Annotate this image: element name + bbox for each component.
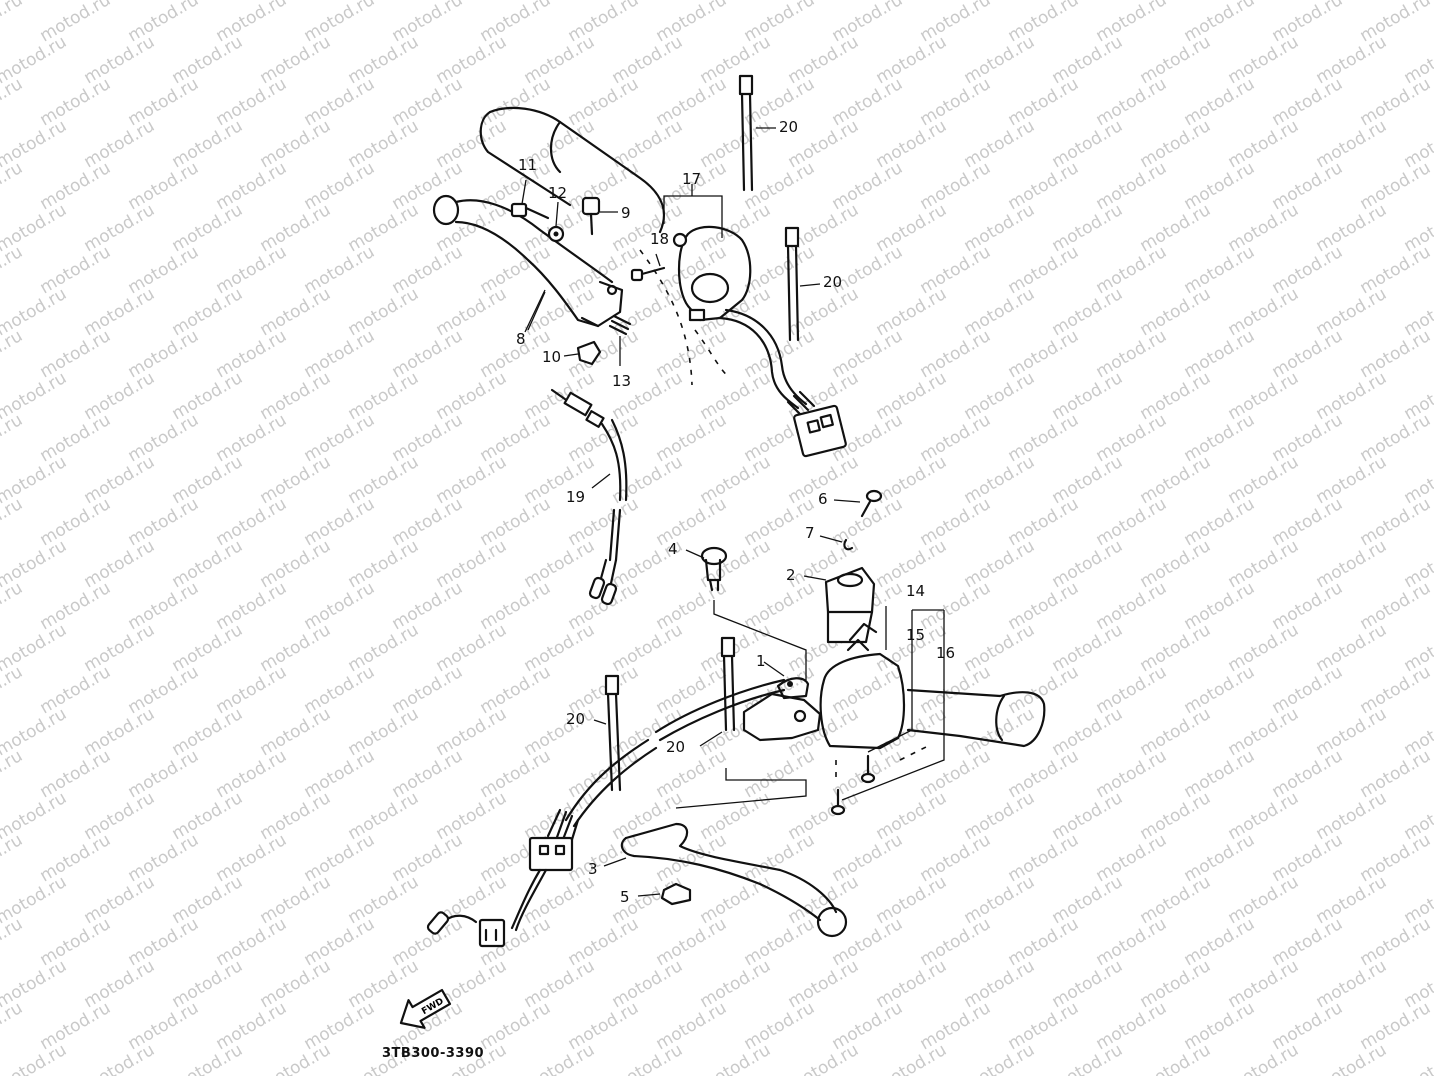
cable-tie-lower-2 (593, 674, 622, 792)
callout-20-d: 20 (666, 738, 686, 756)
screw-11 (510, 179, 550, 220)
cable-tie-lower-1 (699, 636, 736, 747)
callout-20-c: 20 (566, 710, 586, 728)
callout-15: 15 (906, 626, 926, 644)
callout-1: 1 (756, 652, 766, 670)
cable-tie-upper-2 (784, 226, 821, 342)
clutch-lever (432, 194, 624, 333)
callout-14: 14 (906, 582, 926, 600)
right-switch-cable (426, 678, 786, 948)
brake-lever (603, 768, 848, 938)
callout-10: 10 (542, 348, 562, 366)
brake-light-switch (550, 388, 628, 606)
forward-arrow-icon: FWD (399, 988, 452, 1029)
right-handlebar-switch (819, 606, 945, 801)
bolt-9 (581, 196, 618, 236)
callout-13: 13 (612, 372, 632, 390)
callout-7: 7 (805, 524, 815, 542)
cap-5 (637, 882, 692, 906)
nut-12 (547, 201, 565, 243)
screw-6 (833, 489, 883, 518)
left-handlebar-switch (663, 184, 847, 458)
callout-3: 3 (588, 860, 598, 878)
washer-7 (819, 535, 854, 551)
part-code: 3TB300-3390 (382, 1046, 485, 1061)
switch-screws (830, 754, 876, 816)
callout-19: 19 (566, 488, 586, 506)
brake-holder-1 (742, 661, 822, 742)
callout-17: 17 (682, 170, 702, 188)
callout-20-b: 20 (823, 273, 843, 291)
callout-11: 11 (518, 156, 538, 174)
callout-6: 6 (818, 490, 828, 508)
callout-9: 9 (621, 204, 631, 222)
right-grip (906, 688, 1046, 748)
callout-5: 5 (620, 888, 630, 906)
screw-18 (630, 253, 666, 282)
spring-13 (608, 314, 632, 366)
callout-8: 8 (516, 330, 526, 348)
callout-18: 18 (650, 230, 670, 248)
cable-tie-upper-1 (738, 74, 776, 192)
bolt-4 (685, 546, 807, 668)
clamp-2 (803, 566, 876, 644)
callout-4: 4 (668, 540, 678, 558)
callout-2: 2 (786, 566, 796, 584)
callout-16: 16 (936, 644, 956, 662)
cap-10 (563, 340, 602, 366)
callout-12: 12 (548, 184, 568, 202)
callout-20-a: 20 (779, 118, 799, 136)
